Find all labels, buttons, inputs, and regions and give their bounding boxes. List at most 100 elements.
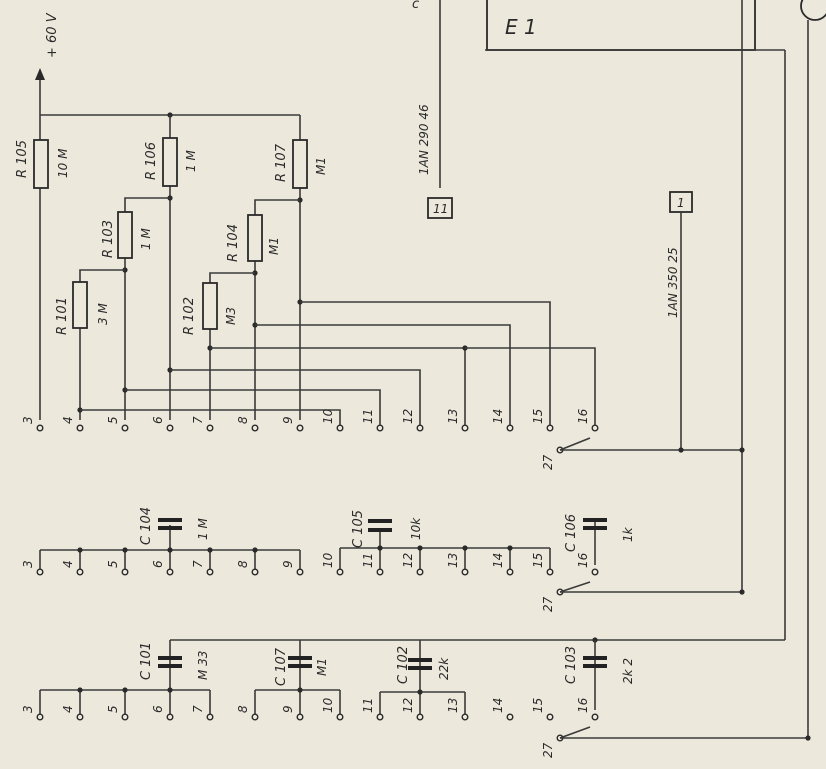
connector-11-label: 11 xyxy=(433,202,448,216)
switch-pin-label: 15 xyxy=(531,698,545,713)
top-fragment-label: c xyxy=(412,0,419,12)
c103-ref: C 103 xyxy=(564,646,579,684)
switch-pin-label: 6 xyxy=(151,416,165,424)
switch-pin-label: 7 xyxy=(191,705,205,713)
junction-dot xyxy=(739,447,745,453)
switch-pin-label: 12 xyxy=(401,409,415,424)
switch-terminal xyxy=(121,568,129,576)
switch-terminal xyxy=(416,713,424,721)
capacitor-row-2: C 104 1 M C 105 10k C 106 1k xyxy=(39,507,635,570)
r103-value: 1 M xyxy=(139,228,153,250)
connector-11 xyxy=(427,197,453,219)
r106-value: 1 M xyxy=(184,150,198,172)
switch-pin-label: 5 xyxy=(106,560,120,568)
switch-pin-label: 15 xyxy=(531,409,545,424)
switch-pin-label-27: 27 xyxy=(541,454,555,470)
block-e1 xyxy=(486,0,756,51)
switch-terminal xyxy=(36,424,44,432)
switch-terminal xyxy=(121,424,129,432)
c107-value: M1 xyxy=(315,658,329,676)
switch-terminal xyxy=(506,424,514,432)
c102-value: 22k xyxy=(437,657,451,680)
switch-terminal xyxy=(376,713,384,721)
switch-terminal xyxy=(546,424,554,432)
switch-terminal xyxy=(416,424,424,432)
switch-pin-label: 10 xyxy=(321,697,335,713)
switch-pin-label: 14 xyxy=(491,409,505,424)
switch-terminal xyxy=(591,424,599,432)
capacitor-row-3: C 101 M 33 C 107 M1 C 102 22k C 103 2k 2 xyxy=(39,637,785,715)
switch-pin-label: 13 xyxy=(446,698,460,713)
switch-terminal xyxy=(591,568,599,576)
switch-terminal xyxy=(166,424,174,432)
c101-value: M 33 xyxy=(196,651,210,680)
connector-1-label: 1 xyxy=(677,196,685,210)
c102-ref: C 102 xyxy=(396,646,411,684)
switch-pin-label: 7 xyxy=(191,560,205,568)
switch-pin-label: 14 xyxy=(491,553,505,568)
r103-ref: R 103 xyxy=(101,220,116,258)
switch-terminal xyxy=(336,424,344,432)
switch-terminal xyxy=(296,713,304,721)
switch-pin-label: 11 xyxy=(361,698,375,713)
r104-value: M1 xyxy=(267,237,281,255)
switch-pin-label: 3 xyxy=(21,416,35,424)
switch-pin-label: 8 xyxy=(236,705,250,713)
r105-value: 10 M xyxy=(56,148,70,178)
switch-arm xyxy=(559,581,591,593)
switch-pin-label: 5 xyxy=(106,416,120,424)
supply-label: + 60 V xyxy=(45,12,60,58)
switch-terminal xyxy=(76,568,84,576)
switch-pin-label: 6 xyxy=(151,705,165,713)
switch-terminal xyxy=(206,713,214,721)
switch-terminal xyxy=(121,713,129,721)
c103-value: 2k 2 xyxy=(621,658,635,684)
switch-terminal xyxy=(36,568,44,576)
r104-ref: R 104 xyxy=(226,224,241,262)
switch-terminal xyxy=(251,713,259,721)
switch-pin-label: 12 xyxy=(401,698,415,713)
switch-terminal xyxy=(416,568,424,576)
switch-terminal xyxy=(376,568,384,576)
switch-pin-label: 16 xyxy=(576,552,590,568)
junction-dot xyxy=(678,447,684,453)
switch-terminal xyxy=(461,568,469,576)
switch-terminal xyxy=(206,424,214,432)
switch-pin-label: 4 xyxy=(61,705,75,713)
switch-pin-label: 16 xyxy=(576,697,590,713)
junction-dot xyxy=(805,735,811,741)
switch-pin-label: 4 xyxy=(61,416,75,424)
switch-terminal xyxy=(166,713,174,721)
switch-pin-label: 13 xyxy=(446,553,460,568)
switch-pin-label: 9 xyxy=(281,560,295,568)
switch-terminal xyxy=(506,713,514,721)
c106-value: 1k xyxy=(621,526,635,542)
switch-terminal xyxy=(76,424,84,432)
r106-ref: R 106 xyxy=(144,142,159,180)
r105-ref: R 105 xyxy=(15,140,30,178)
c105-value: 10k xyxy=(409,517,423,540)
junction-dot xyxy=(739,589,745,595)
r102-value: M3 xyxy=(224,307,238,325)
r101-value: 3 M xyxy=(96,303,110,325)
switch-pin-label: 13 xyxy=(446,409,460,424)
switch-arm xyxy=(559,726,591,739)
r102-ref: R 102 xyxy=(182,297,197,335)
switch-pin-label-27: 27 xyxy=(541,742,555,758)
switch-terminal xyxy=(546,568,554,576)
c107-ref: C 107 xyxy=(274,647,289,686)
switch-terminal xyxy=(376,424,384,432)
switch-pin-label: 6 xyxy=(151,560,165,568)
r107-value: M1 xyxy=(314,157,328,175)
switch-pin-label: 3 xyxy=(21,560,35,568)
switch-pin-label: 10 xyxy=(321,552,335,568)
switch-pin-label: 7 xyxy=(191,416,205,424)
switch-terminal xyxy=(36,713,44,721)
switch-pin-label: 9 xyxy=(281,416,295,424)
c101-ref: C 101 xyxy=(139,642,154,680)
switch-terminal xyxy=(76,713,84,721)
connector-block-area: c 11 1AN 290 46 E 1 1 1AN 350 25 xyxy=(412,0,826,740)
switch-pin-label: 14 xyxy=(491,698,505,713)
switch-pin-label: 12 xyxy=(401,553,415,568)
